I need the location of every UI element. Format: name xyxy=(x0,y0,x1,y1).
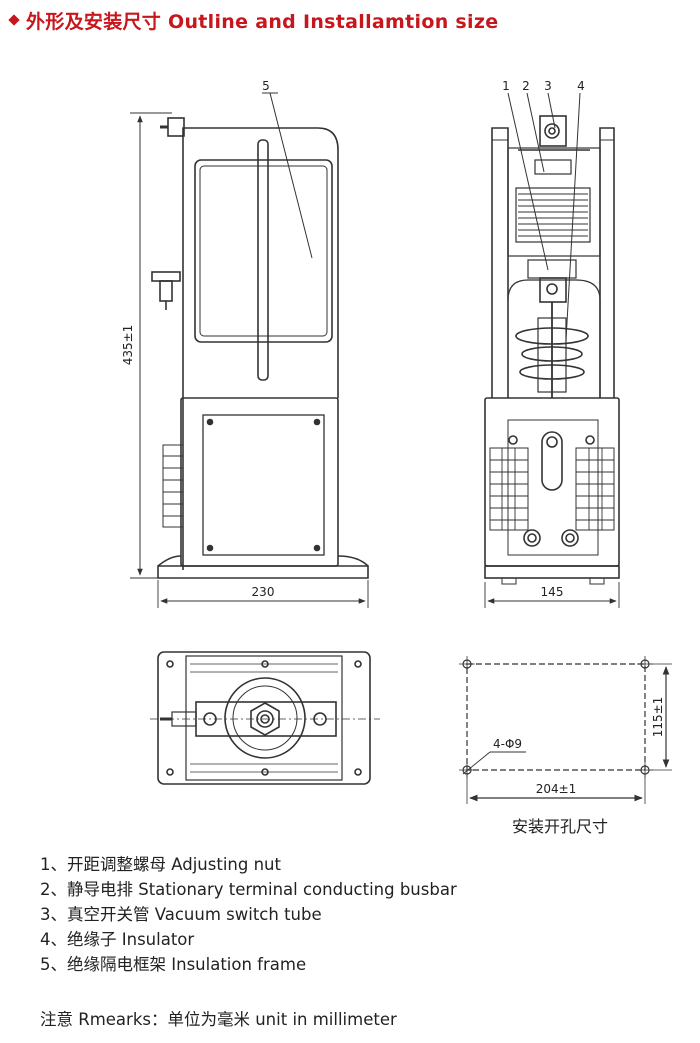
height-dimension-115: 115±1 xyxy=(651,697,665,738)
legend-item: 3、真空开关管 Vacuum switch tube xyxy=(40,905,322,924)
remarks-note: 注意 Rmearks：单位为毫米 unit in millimeter xyxy=(40,1010,397,1029)
top-view xyxy=(150,651,380,785)
legend-item: 5、绝缘隔电框架 Insulation frame xyxy=(40,955,307,974)
width-dimension-230: 230 xyxy=(252,585,275,599)
mounting-hole-caption: 安装开孔尺寸 xyxy=(512,817,608,836)
front-view-callouts: 1 2 3 4 xyxy=(502,79,585,93)
side-view xyxy=(130,92,369,608)
page-title: 外形及安装尺寸 Outline and Installamtion size xyxy=(26,10,499,33)
mounting-hole-layout xyxy=(459,656,672,804)
legend-item: 1、开距调整螺母 Adjusting nut xyxy=(40,855,281,874)
width-dimension-145: 145 xyxy=(541,585,564,599)
hole-spec-note: 4-Φ9 xyxy=(493,737,522,751)
height-dimension-435: 435±1 xyxy=(121,325,135,366)
width-dimension-204: 204±1 xyxy=(536,782,577,796)
page-header: 外形及安装尺寸 Outline and Installamtion size xyxy=(4,6,498,34)
callout-2: 2 xyxy=(522,79,530,93)
callout-1: 1 xyxy=(502,79,510,93)
callout-4: 4 xyxy=(577,79,585,93)
parts-legend: 1、开距调整螺母 Adjusting nut 2、静导电排 Stationary… xyxy=(40,852,457,977)
callout-5: 5 xyxy=(262,79,270,93)
legend-item: 4、绝缘子 Insulator xyxy=(40,930,195,949)
callout-3: 3 xyxy=(544,79,552,93)
front-view xyxy=(484,92,620,608)
legend-item: 2、静导电排 Stationary terminal conducting bu… xyxy=(40,880,457,899)
